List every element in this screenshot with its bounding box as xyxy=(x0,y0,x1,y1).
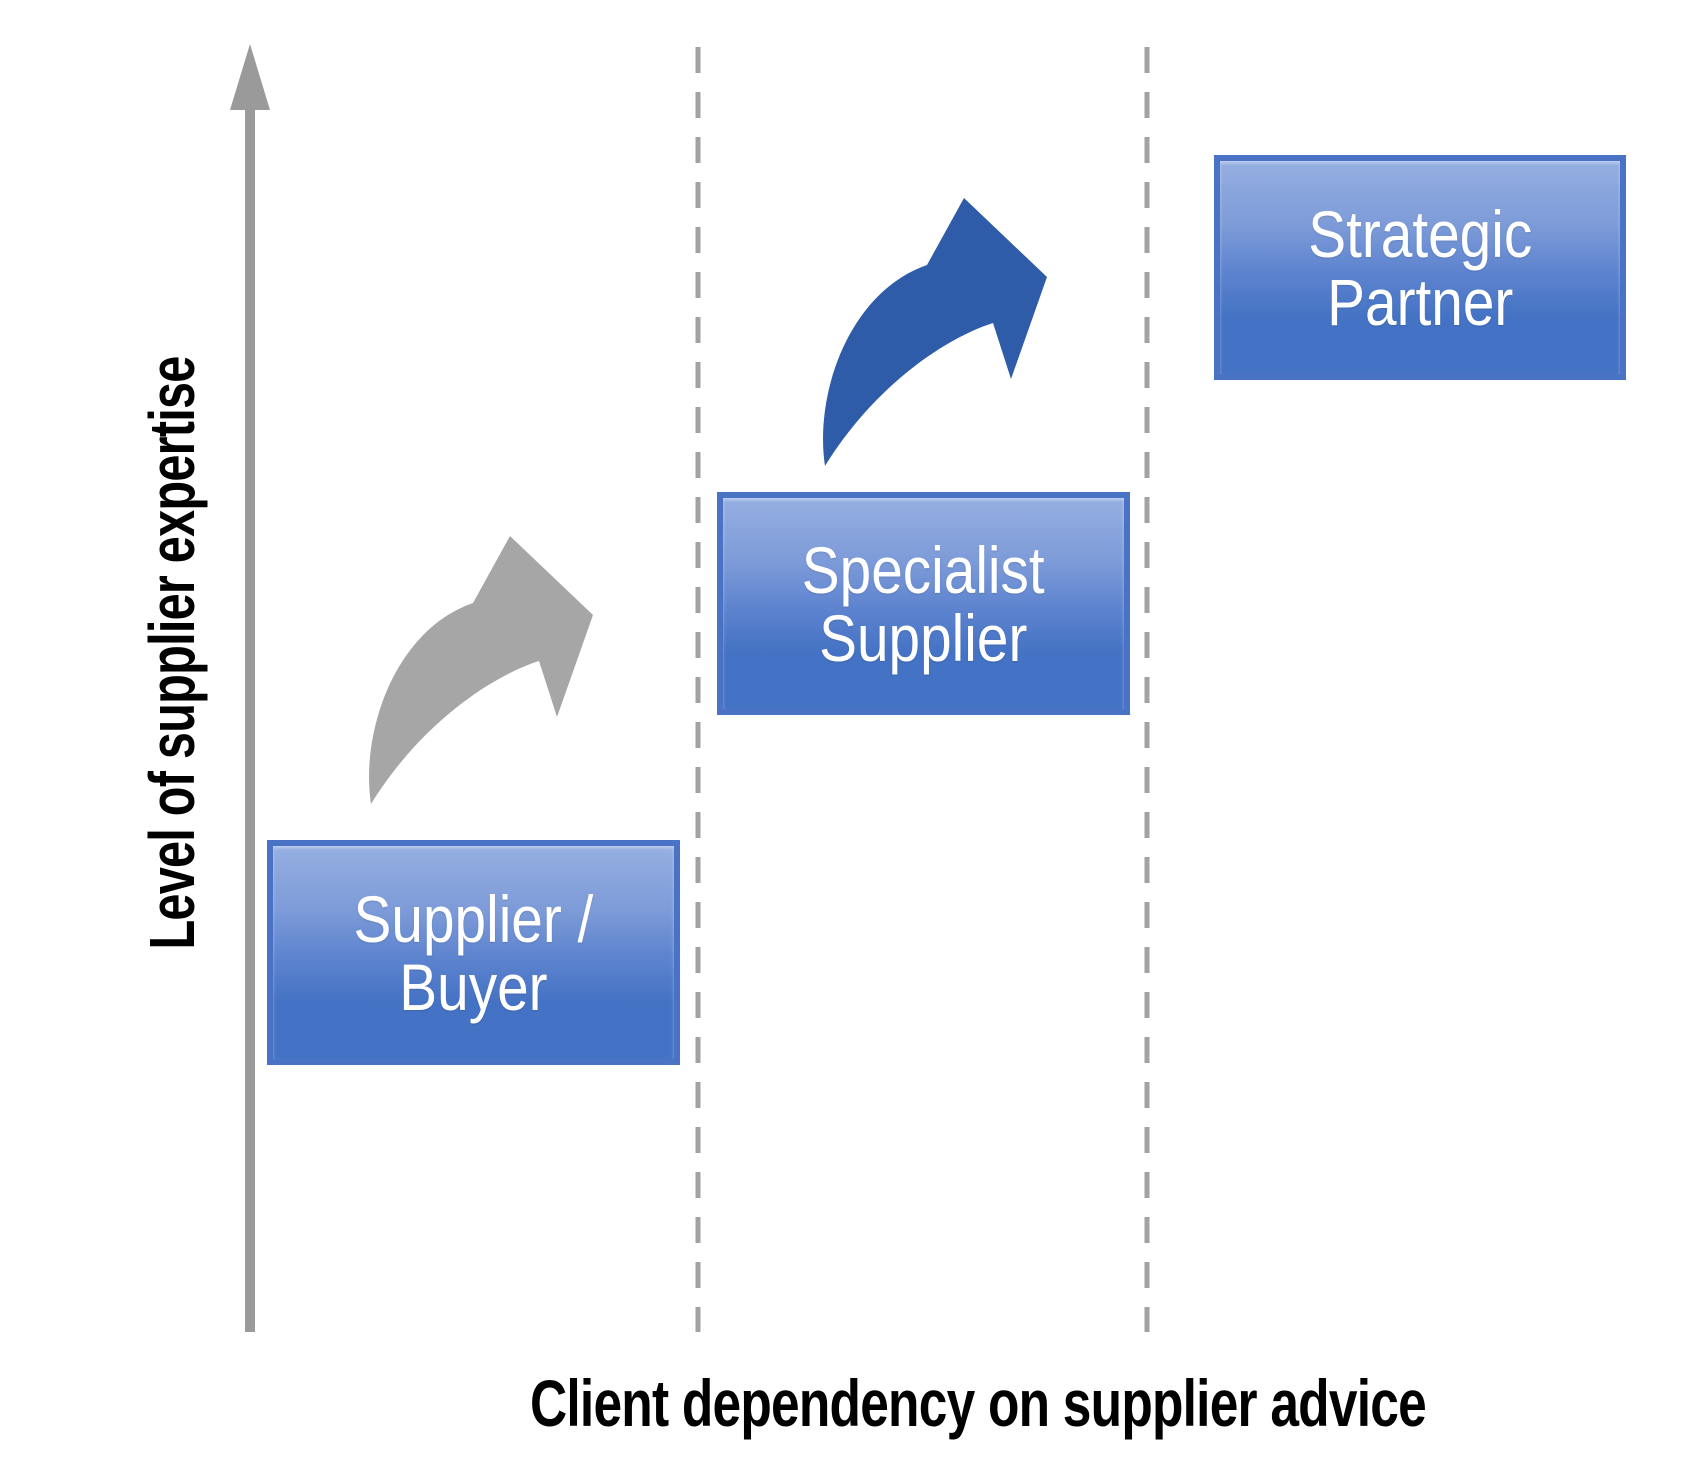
stage-box-supplier-buyer: Supplier / Buyer xyxy=(267,840,680,1065)
stage-label-line: Buyer xyxy=(399,949,548,1024)
stage-label-supplier-buyer: Supplier / Buyer xyxy=(354,885,594,1021)
stage-label-specialist-supplier: Specialist Supplier xyxy=(802,536,1045,672)
stage-label-line: Strategic xyxy=(1307,196,1533,271)
x-axis-label: Client dependency on supplier advice xyxy=(530,1366,1427,1440)
stage-label-line: Partner xyxy=(1326,264,1514,339)
gray-transition-arrow-icon xyxy=(369,536,593,804)
y-axis-label: Level of supplier expertise xyxy=(136,356,208,950)
stage-box-specialist-supplier: Specialist Supplier xyxy=(717,492,1130,715)
stage-label-line: Specialist xyxy=(802,532,1045,607)
stage-label-line: Supplier / xyxy=(353,881,594,956)
y-axis-arrowhead-icon xyxy=(230,44,270,110)
stage-label-strategic-partner: Strategic Partner xyxy=(1308,200,1532,336)
stage-label-line: Supplier xyxy=(819,600,1028,675)
blue-transition-arrow-icon xyxy=(823,198,1047,466)
stage-box-strategic-partner: Strategic Partner xyxy=(1214,155,1626,380)
